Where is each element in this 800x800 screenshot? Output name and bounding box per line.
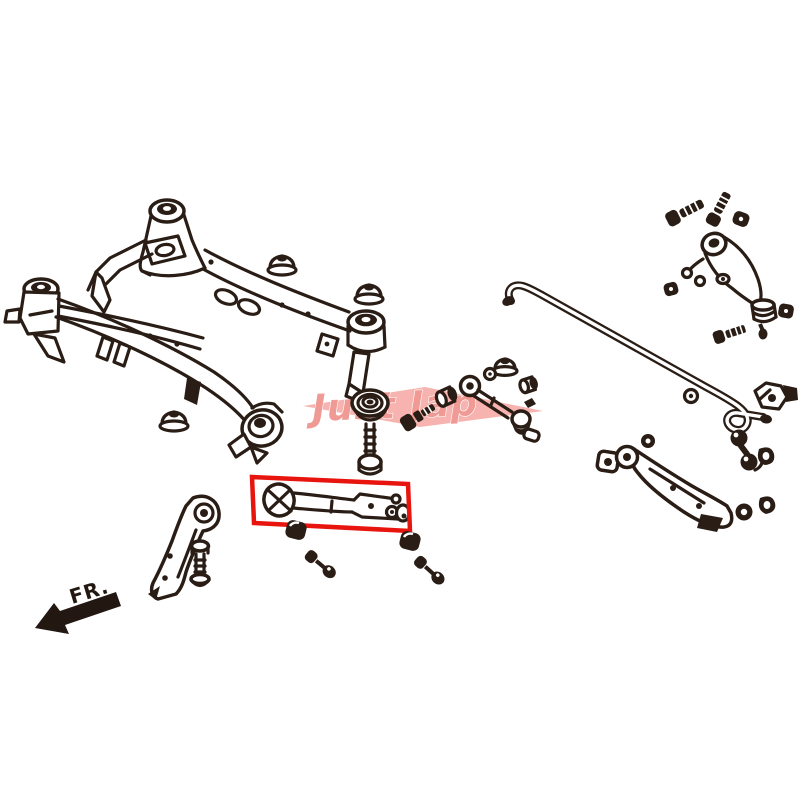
highlight-box (249, 474, 413, 534)
stabilizer-bar (502, 281, 772, 434)
front-arrow-shape (35, 592, 121, 634)
subframe-mount-stopper-nuts (158, 254, 519, 433)
rear-upper-control-arm (680, 231, 763, 307)
stabilizer-bushing-bracket (682, 381, 798, 411)
link-bolts-below-box (304, 550, 445, 585)
toe-link (458, 374, 541, 443)
toe-link-hardware (482, 366, 538, 395)
watermark: Just Jap (303, 381, 543, 431)
flange-nuts-below-box (285, 520, 421, 551)
subframe-mount-bolt (357, 422, 383, 476)
control-arm-bolt-c (712, 325, 746, 344)
rear-subframe-crossmember (3, 198, 387, 465)
control-arm-nuts (663, 211, 794, 319)
link-bolt-center (399, 404, 436, 432)
stabilizer-end-link (730, 429, 775, 472)
small-barrel-bushing (434, 385, 458, 408)
control-arm-bolt-b (705, 191, 731, 227)
control-arm-bolt-a (665, 199, 705, 227)
ball-joint (750, 298, 778, 340)
rear-lower-control-arm (595, 434, 776, 532)
subframe-washer-pillow (350, 388, 390, 422)
fr-direction-arrow: FR. (35, 574, 121, 634)
bracket-bolt (189, 539, 211, 588)
trailing-arm-bracket (148, 494, 221, 601)
front-lateral-link-highlighted (262, 482, 412, 523)
